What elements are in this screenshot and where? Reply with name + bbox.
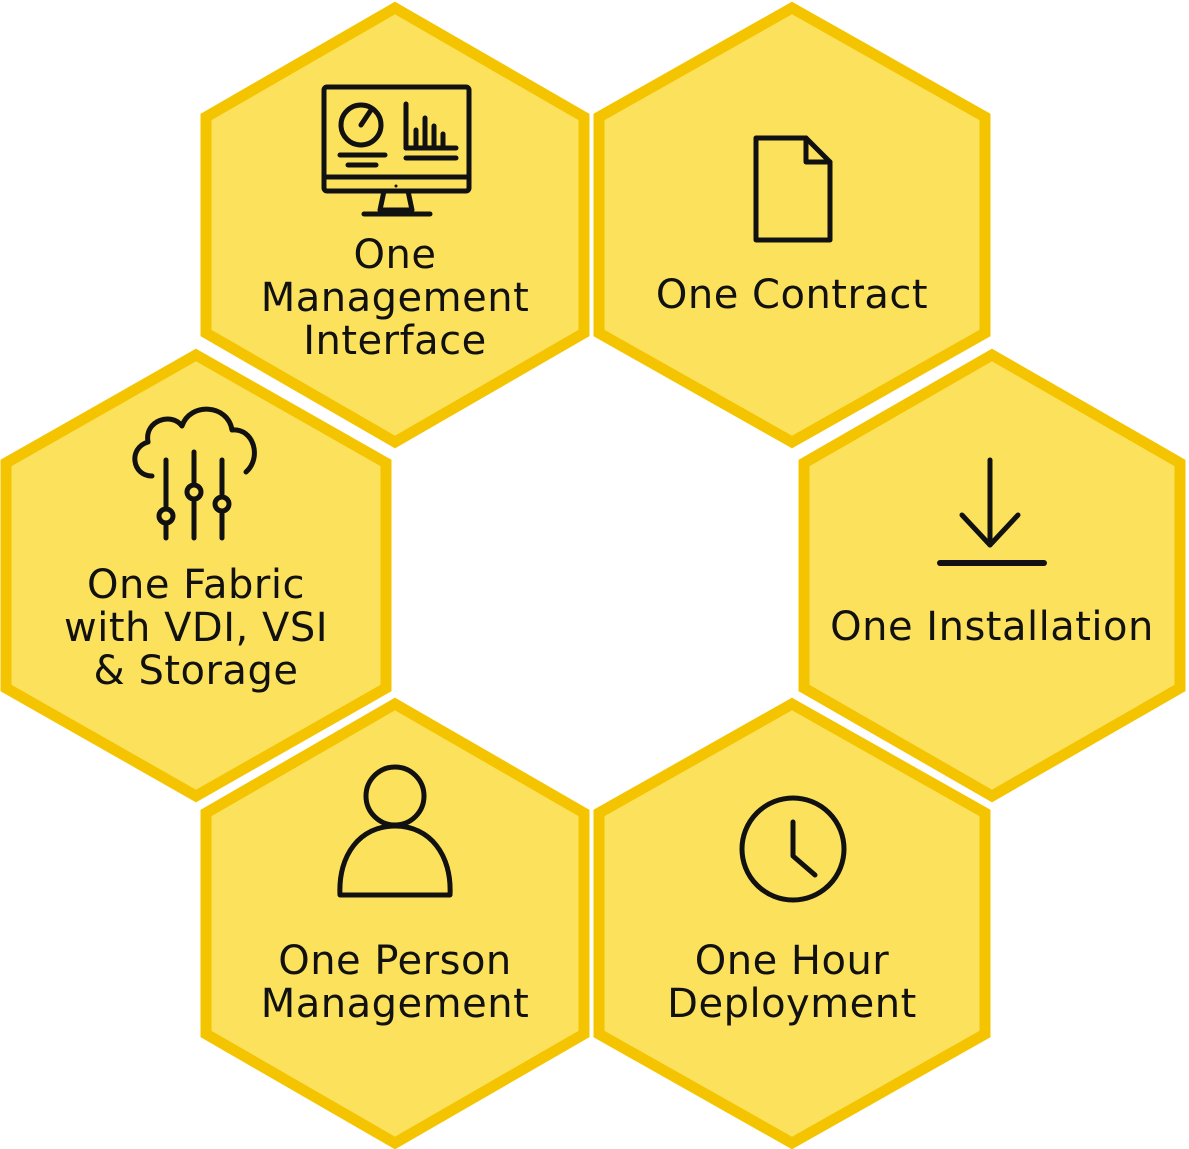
hex-cell-management-interface — [200, 1, 590, 449]
hex-cell-hour-deployment — [593, 697, 991, 1149]
label-contract: One Contract — [655, 272, 929, 318]
person-icon — [337, 764, 453, 898]
hex-cell-fabric — [0, 348, 392, 803]
hex-cell-installation — [798, 348, 1186, 803]
monitor-dashboard-icon — [321, 84, 472, 217]
download-icon — [937, 457, 1047, 566]
label-fabric: One Fabric with VDI, VSI & Storage — [63, 562, 329, 694]
hex-cell-contract — [593, 1, 991, 449]
document-icon — [753, 135, 833, 243]
clock-icon — [739, 795, 847, 903]
label-management-interface: One Management Interface — [260, 232, 530, 364]
cloud-network-icon — [132, 406, 257, 541]
label-installation: One Installation — [830, 604, 1154, 650]
label-hour-deployment: One Hour Deployment — [667, 938, 917, 1027]
label-person-management: One Person Management — [260, 938, 530, 1027]
hex-cell-person-management — [200, 697, 590, 1149]
